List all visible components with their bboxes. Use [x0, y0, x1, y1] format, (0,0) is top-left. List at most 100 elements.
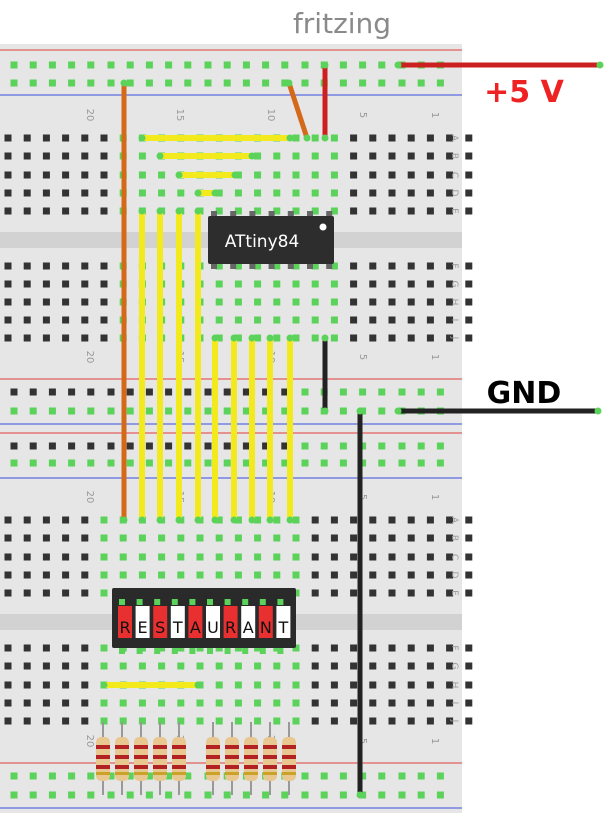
hole — [10, 459, 18, 467]
hole — [465, 681, 473, 689]
hole — [350, 207, 358, 215]
chip-pin — [211, 264, 217, 269]
hole — [281, 459, 289, 467]
resistor-band — [153, 745, 167, 749]
row-letter: B — [449, 535, 459, 541]
hole — [29, 442, 37, 450]
wire-end — [211, 516, 219, 524]
hole — [254, 553, 262, 561]
hole — [100, 152, 108, 160]
hole — [23, 298, 31, 306]
hole — [215, 298, 223, 306]
hole — [292, 681, 300, 689]
hole — [369, 152, 377, 160]
hole — [138, 571, 146, 579]
wire-end — [156, 207, 164, 215]
resistor-band — [263, 772, 277, 775]
hole — [350, 699, 358, 707]
hole — [407, 171, 415, 179]
hole — [145, 791, 153, 799]
hole — [281, 61, 289, 69]
led-pin — [136, 599, 143, 605]
hole — [81, 553, 89, 561]
hole — [107, 407, 115, 415]
hole — [242, 388, 250, 396]
hole — [126, 459, 134, 467]
hole — [369, 189, 377, 197]
hole — [4, 681, 12, 689]
resistor-band — [282, 765, 296, 769]
chip-pin — [326, 211, 333, 216]
resistor-band — [115, 772, 129, 775]
hole — [10, 442, 18, 450]
hole — [417, 442, 425, 450]
led-segment — [170, 606, 185, 638]
hole — [48, 79, 56, 87]
hole — [254, 699, 262, 707]
hole — [100, 207, 108, 215]
hole — [465, 571, 473, 579]
hole — [436, 442, 444, 450]
hole — [465, 644, 473, 652]
hole — [465, 316, 473, 324]
hole — [330, 516, 338, 524]
hole — [426, 189, 434, 197]
hole — [184, 79, 192, 87]
hole — [215, 262, 223, 270]
hole — [158, 171, 166, 179]
hole — [339, 791, 347, 799]
hole — [273, 189, 281, 197]
wire-end — [321, 61, 329, 69]
resistor-band — [134, 745, 148, 749]
led-pin — [242, 648, 249, 654]
hole — [215, 516, 223, 524]
hole — [330, 699, 338, 707]
chip-pin — [230, 264, 237, 269]
led-pin — [224, 648, 231, 654]
hole — [262, 407, 270, 415]
resistor-band — [282, 745, 296, 749]
hole — [4, 262, 12, 270]
hole — [446, 553, 454, 561]
hole — [311, 189, 319, 197]
hole — [100, 644, 108, 652]
hole — [388, 207, 396, 215]
hole — [465, 171, 473, 179]
hole — [23, 534, 31, 542]
hole — [204, 407, 212, 415]
hole — [81, 571, 89, 579]
hole — [292, 516, 300, 524]
wire-end — [356, 407, 364, 415]
hole — [378, 388, 386, 396]
hole — [254, 662, 262, 670]
hole — [145, 388, 153, 396]
hole — [254, 316, 262, 324]
led-letter: T — [278, 618, 289, 637]
hole — [330, 553, 338, 561]
hole — [407, 681, 415, 689]
hole — [359, 772, 367, 780]
hole — [330, 662, 338, 670]
hole — [126, 407, 134, 415]
hole — [301, 388, 309, 396]
hole — [398, 442, 406, 450]
hole — [417, 388, 425, 396]
hole — [254, 681, 262, 689]
row-letter: A — [449, 517, 459, 524]
wires — [100, 61, 604, 799]
hole — [369, 662, 377, 670]
hole — [254, 262, 262, 270]
hole — [215, 280, 223, 288]
hole — [407, 534, 415, 542]
wire-end — [286, 516, 294, 524]
hole — [330, 189, 338, 197]
hole — [177, 571, 185, 579]
hole — [301, 442, 309, 450]
wire-end — [194, 189, 202, 197]
hole — [388, 534, 396, 542]
hole — [407, 207, 415, 215]
hole — [292, 662, 300, 670]
led-segment — [118, 606, 132, 638]
column-number: 5 — [357, 112, 368, 118]
wire-end — [175, 516, 183, 524]
